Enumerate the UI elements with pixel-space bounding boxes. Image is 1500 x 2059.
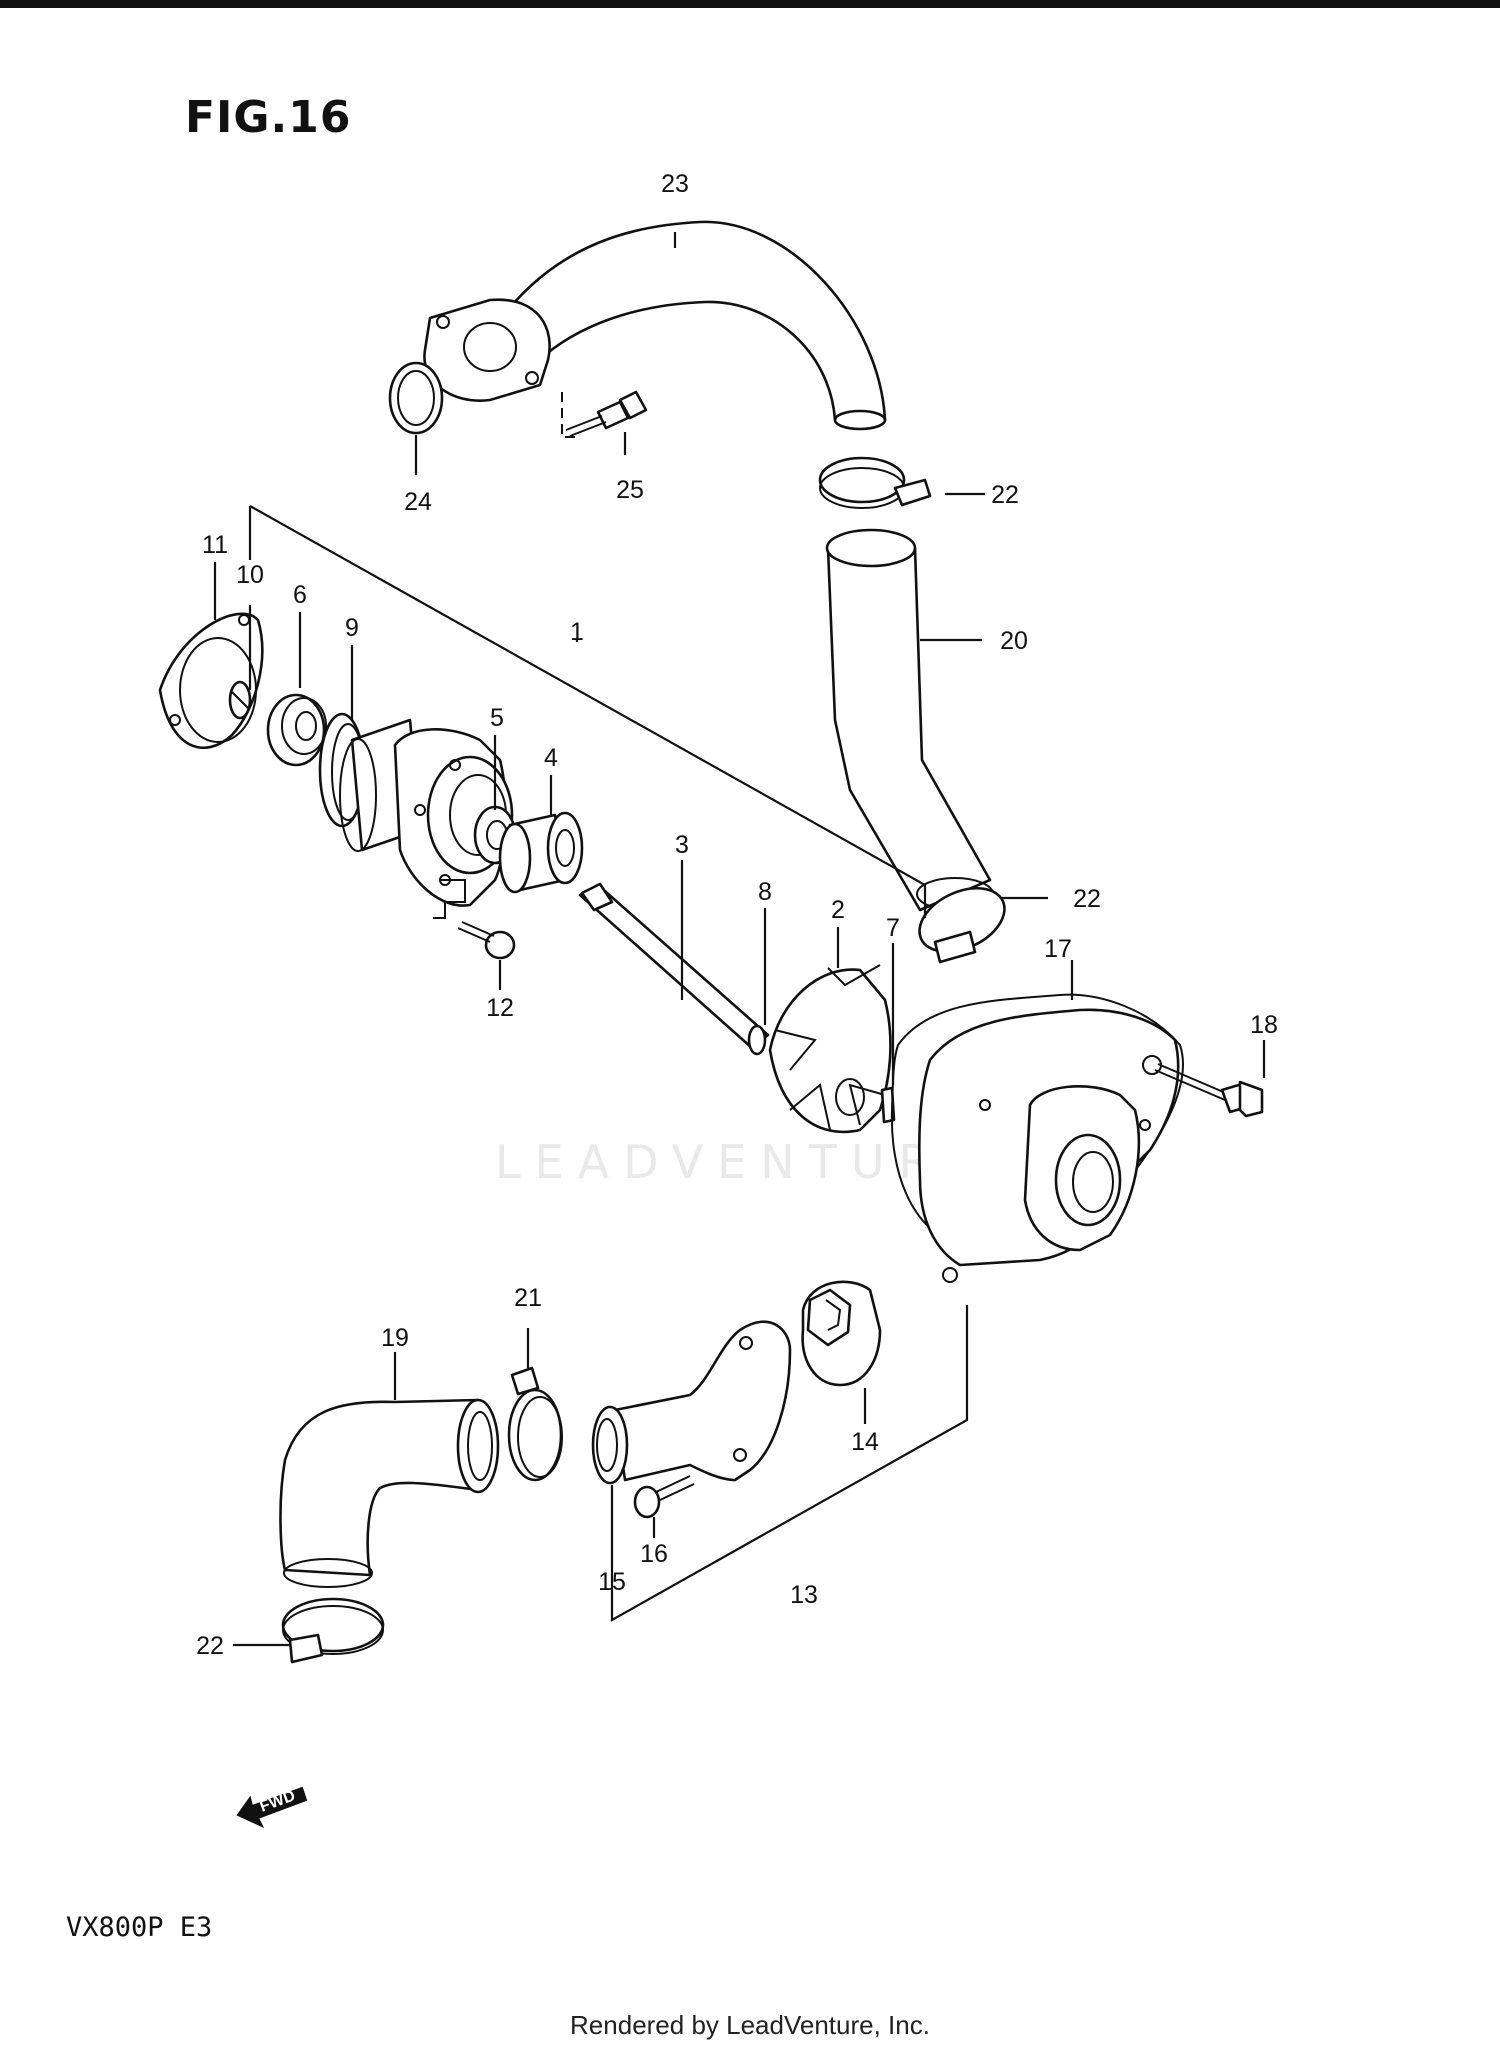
figure-title: FIG.16 bbox=[185, 92, 352, 143]
callout-labels: 1 2 3 4 5 6 7 8 9 10 11 12 13 14 15 16 1… bbox=[196, 170, 1278, 1660]
part-22-hose-clamp-lower[interactable] bbox=[281, 1597, 385, 1664]
part-20-water-hose[interactable] bbox=[825, 528, 994, 912]
callout-25: 25 bbox=[616, 476, 644, 504]
part-2-impeller[interactable] bbox=[768, 964, 892, 1134]
callout-8: 8 bbox=[758, 878, 772, 906]
leader-lines bbox=[213, 232, 1266, 1647]
callout-22-lower: 22 bbox=[196, 1632, 224, 1660]
model-code: VX800P E3 bbox=[66, 1912, 213, 1943]
callout-11: 11 bbox=[202, 531, 228, 559]
part-4-mechanical-seal[interactable] bbox=[498, 811, 584, 894]
part-14-thermostat[interactable] bbox=[801, 1280, 882, 1387]
callout-15: 15 bbox=[598, 1568, 626, 1596]
forward-direction-arrow: FWD bbox=[236, 1786, 308, 1829]
footer-credit: Rendered by LeadVenture, Inc. bbox=[570, 2010, 930, 2040]
part-25-bolt[interactable] bbox=[561, 390, 648, 438]
callout-18: 18 bbox=[1250, 1011, 1278, 1039]
part-23-water-pipe[interactable] bbox=[423, 220, 887, 431]
callout-7: 7 bbox=[886, 914, 900, 942]
callout-23: 23 bbox=[661, 170, 689, 198]
part-11-gasket-plate[interactable] bbox=[158, 612, 264, 750]
callout-3: 3 bbox=[675, 831, 689, 859]
part-15-thermostat-cap[interactable] bbox=[591, 1320, 792, 1485]
callout-22-upper: 22 bbox=[991, 481, 1019, 509]
callout-24: 24 bbox=[404, 488, 432, 516]
callout-9: 9 bbox=[345, 614, 359, 642]
part-22-hose-clamp-upper[interactable] bbox=[818, 456, 932, 509]
part-1-pump-body[interactable] bbox=[339, 718, 514, 919]
part-10-circlip[interactable] bbox=[228, 680, 252, 720]
callout-22-middle: 22 bbox=[1073, 885, 1101, 913]
part-8-washer[interactable] bbox=[747, 1024, 767, 1056]
callout-6: 6 bbox=[293, 581, 307, 609]
part-22-hose-clamp-middle[interactable] bbox=[909, 876, 1014, 965]
callout-16: 16 bbox=[640, 1540, 668, 1568]
callout-17: 17 bbox=[1044, 935, 1072, 963]
callout-2: 2 bbox=[831, 896, 845, 924]
part-21-hose-clamp[interactable] bbox=[507, 1366, 563, 1482]
part-19-elbow-hose[interactable] bbox=[279, 1398, 500, 1588]
part-6-bearing[interactable] bbox=[266, 693, 327, 767]
part-24-o-ring[interactable] bbox=[388, 361, 444, 435]
callout-12: 12 bbox=[486, 994, 514, 1022]
part-18-bolt[interactable] bbox=[1154, 1063, 1264, 1118]
part-12-screw[interactable] bbox=[457, 921, 516, 960]
callout-10: 10 bbox=[236, 561, 264, 589]
callout-5: 5 bbox=[490, 704, 504, 732]
callout-19: 19 bbox=[381, 1324, 409, 1352]
callout-20: 20 bbox=[1000, 627, 1028, 655]
part-3-shaft[interactable] bbox=[578, 882, 770, 1050]
top-border-rule bbox=[0, 0, 1500, 8]
part-16-screw[interactable] bbox=[633, 1475, 695, 1519]
callout-13: 13 bbox=[790, 1581, 818, 1609]
callout-1: 1 bbox=[570, 618, 584, 646]
callout-21: 21 bbox=[514, 1284, 542, 1312]
callout-14: 14 bbox=[851, 1428, 879, 1456]
callout-4: 4 bbox=[544, 744, 558, 772]
pump-cover[interactable] bbox=[918, 1008, 1180, 1283]
